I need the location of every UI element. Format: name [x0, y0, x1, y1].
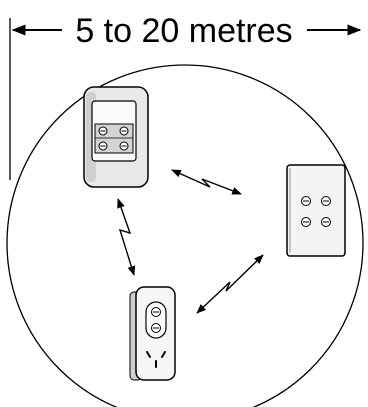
range-dimension: 5 to 20 metres: [9, 12, 362, 180]
wireless-link-switch-adapter: [117, 198, 136, 276]
wireless-link-adapter-plate: [196, 254, 264, 314]
range-label: 5 to 20 metres: [75, 12, 292, 50]
wall-plate-body: [286, 164, 346, 257]
adapter-socket: [146, 351, 166, 368]
adapter-button-panel: [145, 301, 167, 339]
wireless-link-switch-plate: [171, 169, 242, 195]
plug-in-adapter-device: [129, 286, 176, 381]
wall-plate-device: [286, 164, 346, 257]
range-circle: [6, 64, 364, 407]
wall-switch-device: [83, 86, 149, 188]
